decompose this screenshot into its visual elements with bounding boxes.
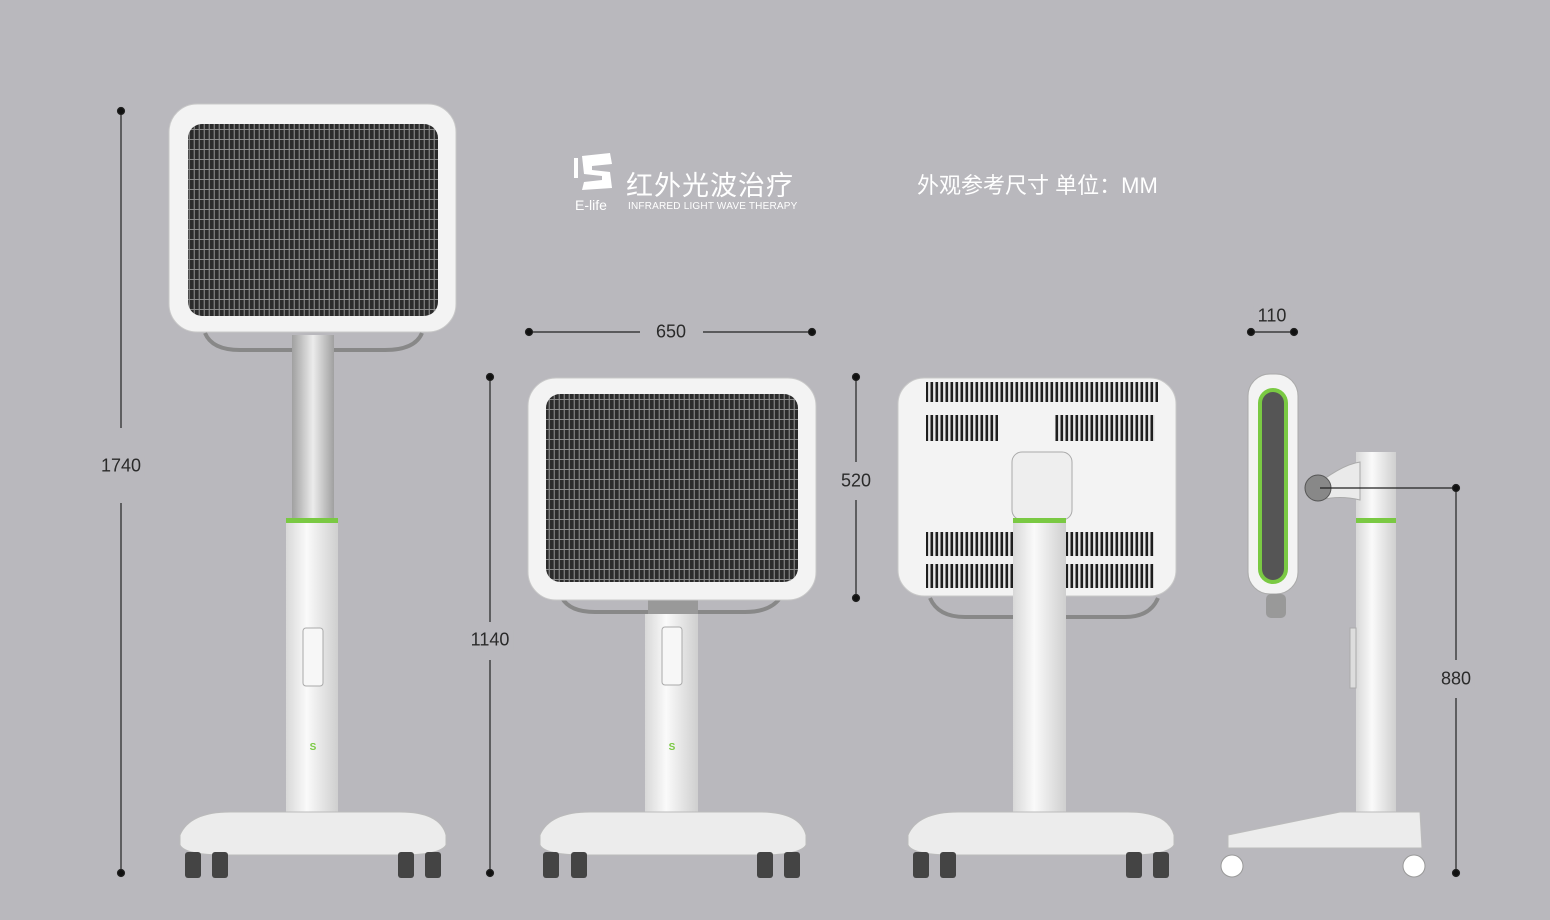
- brand-name-cn: 红外光波治疗: [626, 171, 794, 201]
- elife-logo-icon: [574, 153, 612, 190]
- dim-pivot-height: 880: [1436, 668, 1476, 690]
- side-view: [1220, 373, 1426, 878]
- dim-head-height: 520: [836, 470, 876, 492]
- dim-width: 650: [651, 321, 691, 343]
- front-view-extended: S: [168, 103, 457, 878]
- svg-text:S: S: [310, 742, 317, 753]
- brand-logo-text: E-life: [575, 197, 607, 213]
- dim-total-height: 1740: [96, 455, 146, 477]
- back-view: [897, 377, 1177, 878]
- units-label: 外观参考尺寸 单位：MM: [917, 173, 1158, 198]
- dim-depth: 110: [1253, 305, 1291, 327]
- dim-short-height: 1140: [466, 629, 514, 651]
- brand-name-en: INFRARED LIGHT WAVE THERAPY: [628, 201, 798, 212]
- dimension-lines: [116, 106, 1461, 878]
- front-view-retracted: S: [527, 377, 817, 878]
- svg-text:S: S: [669, 742, 676, 753]
